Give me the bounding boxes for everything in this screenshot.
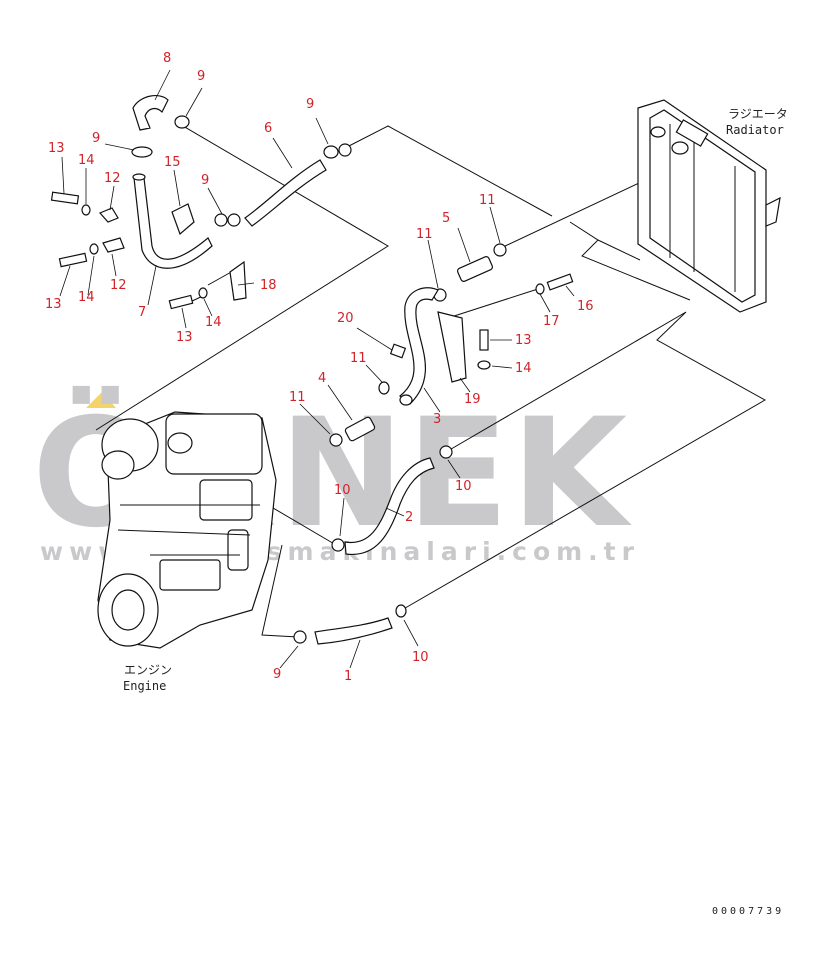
callout: 6 (264, 121, 272, 136)
callout: 9 (197, 69, 205, 84)
callout: 12 (104, 171, 121, 186)
clamp-10a (439, 445, 453, 459)
clamp-9b (131, 146, 153, 158)
callout: 10 (412, 650, 429, 665)
callout: 14 (205, 315, 222, 330)
bracket-18 (229, 260, 247, 301)
washer-17 (535, 283, 545, 295)
callout: 9 (201, 173, 209, 188)
clamp-9a (174, 115, 190, 129)
pipe-7 (133, 177, 213, 269)
radiator-label-en: Radiator (726, 123, 784, 137)
callout: 13 (515, 333, 532, 348)
callout: 3 (433, 412, 441, 427)
bolt-13b (58, 252, 88, 268)
callout: 14 (78, 153, 95, 168)
hose-5 (456, 256, 494, 282)
callout: 11 (350, 351, 367, 366)
washer-14d (477, 360, 491, 370)
callout: 11 (416, 227, 433, 242)
callout: 9 (92, 131, 100, 146)
callout: 18 (260, 278, 277, 293)
callout: 13 (45, 297, 62, 312)
clamp-11c (378, 381, 390, 395)
callout: 8 (163, 51, 171, 66)
bolt-13c (168, 294, 194, 310)
drawing-number: 00007739 (712, 906, 784, 917)
callout: 4 (318, 371, 326, 386)
callout: 10 (334, 483, 351, 498)
callout: 2 (405, 510, 413, 525)
radiator-label-jp: ラジエータ (728, 107, 788, 121)
clamp-10b (331, 538, 345, 552)
callout: 5 (442, 211, 450, 226)
washer-14c (198, 287, 208, 299)
washer-14a (81, 204, 91, 216)
clamp-11d (329, 433, 343, 447)
callout: 13 (48, 141, 65, 156)
callout: 12 (110, 278, 127, 293)
callout: 1 (344, 669, 352, 684)
fitting-20 (389, 343, 407, 359)
callout: 14 (515, 361, 532, 376)
pipe-3 (399, 287, 439, 405)
pipe-3-end (399, 394, 413, 406)
bolt-16 (546, 273, 574, 291)
callout: 17 (543, 314, 560, 329)
clamp-9f (227, 213, 241, 227)
clamp-9c (323, 145, 339, 159)
callout: 7 (138, 305, 146, 320)
hose-6 (244, 159, 327, 227)
clamp-9g (293, 630, 307, 644)
pipe-7-end (132, 173, 146, 181)
callout: 14 (78, 290, 95, 305)
hose-1 (314, 617, 393, 645)
bolt-13d (479, 329, 489, 351)
clamp-12a (98, 207, 119, 223)
engine-label-en: Engine (123, 679, 166, 693)
radiator (637, 99, 781, 313)
callout: 9 (273, 667, 281, 682)
callout: 16 (577, 299, 594, 314)
bracket-15 (171, 203, 195, 236)
bolt-13a (50, 191, 80, 205)
callout: 15 (164, 155, 181, 170)
washer-14b (89, 243, 99, 255)
pipe-2 (344, 457, 435, 555)
callout: 20 (337, 311, 354, 326)
clamp-9e (214, 213, 228, 227)
hose-elbow-8 (132, 94, 169, 131)
callouts: 8 9 9 6 9 13 14 12 15 9 13 14 12 7 14 13… (45, 51, 594, 684)
clamp-11b (493, 243, 507, 257)
callout: 13 (176, 330, 193, 345)
clamp-10c (395, 604, 407, 618)
clamp-12b (102, 237, 125, 253)
hoses (50, 94, 574, 645)
callout: 19 (464, 392, 481, 407)
bracket-19 (437, 311, 467, 383)
engine-label-jp: エンジン (124, 663, 172, 677)
engine (97, 411, 277, 649)
hose-4 (344, 416, 376, 442)
clamp-9d (338, 143, 352, 157)
callout: 11 (289, 390, 306, 405)
watermark-accent-icon (86, 392, 116, 408)
leader-lines (59, 69, 575, 669)
callout: 10 (455, 479, 472, 494)
callout: 11 (479, 193, 496, 208)
callout: 9 (306, 97, 314, 112)
